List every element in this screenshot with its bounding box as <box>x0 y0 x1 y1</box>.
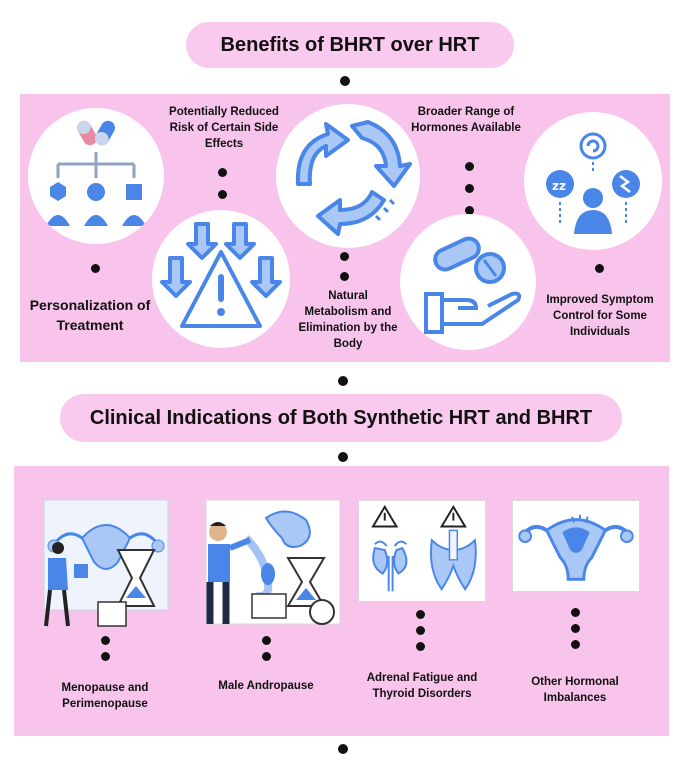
connector-dot <box>571 640 580 649</box>
connector-dot <box>595 264 604 273</box>
indication-label: Adrenal Fatigue and Thyroid Disorders <box>366 672 478 701</box>
andropause-illustration-icon <box>196 498 340 632</box>
connector-dot <box>338 744 348 754</box>
pill-hierarchy-icon <box>28 108 164 244</box>
recycle-arrows-icon <box>276 104 420 248</box>
symptom-control-icon: zz <box>524 112 662 250</box>
connector-dot <box>340 76 350 86</box>
warning-arrows-icon <box>152 210 290 348</box>
connector-dot <box>416 610 425 619</box>
connector-dot <box>416 626 425 635</box>
connector-dot <box>338 376 348 386</box>
menopause-illustration-icon <box>42 498 170 632</box>
connector-dot <box>91 264 100 273</box>
uterus-icon <box>512 500 640 592</box>
connector-dot <box>101 652 110 661</box>
connector-dot <box>340 272 349 281</box>
connector-dot <box>465 184 474 193</box>
benefit-label: Improved Symptom Control for Some Indivi… <box>546 294 654 339</box>
connector-dot <box>218 190 227 199</box>
pills-hand-icon <box>400 214 536 350</box>
indication-label: Male Andropause <box>218 680 314 692</box>
section-title-indications: Clinical Indications of Both Synthetic H… <box>60 394 622 442</box>
benefit-label: Broader Range of Hormones Available <box>411 106 521 135</box>
connector-dot <box>340 252 349 261</box>
benefit-label: Potentially Reduced Risk of Certain Side… <box>169 106 279 151</box>
connector-dot <box>465 162 474 171</box>
connector-dot <box>571 624 580 633</box>
section-title-benefits: Benefits of BHRT over HRT <box>186 22 514 68</box>
connector-dot <box>416 642 425 651</box>
connector-dot <box>571 608 580 617</box>
benefit-label: Personalization of Treatment <box>29 297 151 333</box>
connector-dot <box>101 636 110 645</box>
connector-dot <box>262 652 271 661</box>
svg-text:zz: zz <box>552 179 566 193</box>
connector-dot <box>262 636 271 645</box>
connector-dot <box>218 168 227 177</box>
benefit-label: Natural Metabolism and Elimination by th… <box>298 290 398 351</box>
indication-label: Other Hormonal Imbalances <box>531 676 619 705</box>
connector-dot <box>465 206 474 215</box>
connector-dot <box>338 452 348 462</box>
indication-label: Menopause and Perimenopause <box>61 682 149 711</box>
adrenal-thyroid-icon <box>358 500 486 602</box>
